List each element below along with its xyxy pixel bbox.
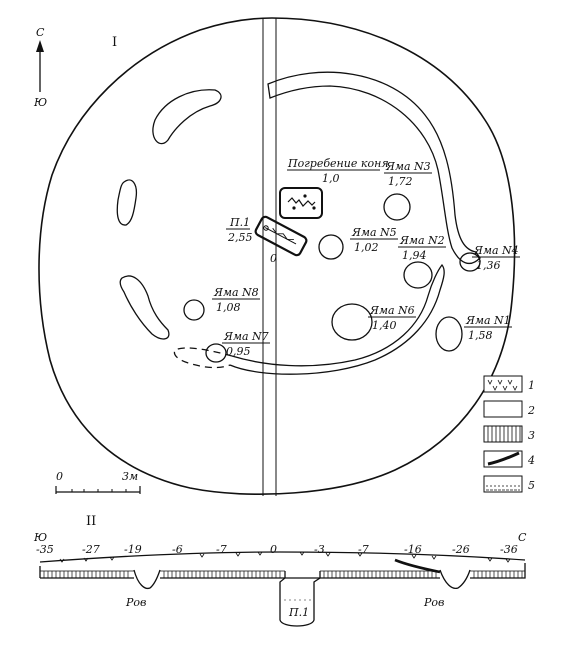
ring-ditch-bottom — [229, 263, 445, 375]
legend-item-2: 2 — [483, 400, 535, 418]
elevation-label: 0 — [270, 543, 277, 556]
svg-text:Погребение коня: Погребение коня — [287, 157, 389, 170]
compass-south: Ю — [33, 96, 47, 109]
pit-depth: 1,02 — [354, 241, 379, 254]
central-balk — [262, 18, 277, 496]
pit-depth: 0,95 — [226, 345, 251, 358]
elevation-label: -19 — [124, 543, 142, 556]
elevation-label: -7 — [358, 543, 369, 556]
ring-ditch-bottom-dashed — [173, 347, 233, 369]
svg-text:2,55: 2,55 — [227, 231, 253, 244]
pit-n8 — [183, 299, 205, 321]
svg-text:1: 1 — [528, 379, 535, 392]
elevation-label: -36 — [500, 543, 518, 556]
burial-horse-label: Погребение коня 1,0 — [287, 157, 389, 185]
svg-text:4: 4 — [527, 454, 535, 467]
pit-n7 — [205, 343, 227, 363]
svg-text:3м: 3м — [122, 470, 138, 483]
trench-left — [116, 179, 138, 226]
elevation-label: -7 — [216, 543, 227, 556]
pit-depth: 1,40 — [372, 319, 397, 332]
pit-name: Яма N6 — [369, 304, 415, 317]
horse-burial-pit — [279, 187, 323, 219]
pit-label-7: Яма N7 0,95 — [222, 330, 270, 358]
svg-text:2: 2 — [527, 404, 535, 417]
elevation-label: -6 — [172, 543, 183, 556]
trench-lower-left — [119, 275, 170, 340]
section-profile — [39, 551, 526, 627]
pit-name: Яма N5 — [351, 226, 397, 239]
elevation-label: -26 — [452, 543, 470, 556]
compass: С Ю — [33, 26, 47, 109]
pit-label-2: Яма N5 1,02 — [350, 226, 398, 254]
pit-name: Яма N3 — [385, 160, 431, 173]
legend-item-1: 1 — [483, 375, 535, 393]
legend-item-3: 3 — [483, 425, 535, 443]
svg-text:1,0: 1,0 — [322, 172, 340, 185]
svg-text:П.1: П.1 — [229, 216, 250, 229]
pit-depth: 1,72 — [388, 175, 413, 188]
svg-text:0: 0 — [56, 470, 63, 483]
legend-item-4: 4 — [483, 450, 535, 468]
pit-depth: 1,36 — [476, 259, 501, 272]
centre-mark: 0 — [270, 252, 277, 265]
section-left-dir: Ю — [33, 531, 47, 544]
compass-arrow-icon — [36, 40, 44, 52]
section-pit-label: П.1 — [288, 606, 309, 619]
scale-bar: 0 3м — [55, 470, 141, 494]
pit-name: Яма N2 — [399, 234, 445, 247]
plan-label: I — [112, 35, 117, 50]
pit-n4 — [459, 252, 481, 272]
pit-name: Яма N1 — [465, 314, 511, 327]
svg-text:5: 5 — [528, 479, 535, 492]
compass-north: С — [36, 26, 45, 39]
pit-label-3: Яма N2 1,94 — [398, 234, 446, 262]
ring-ditch-right — [267, 71, 481, 265]
legend-item-5: 5 — [483, 475, 535, 493]
elevation-labels: -35 -27 -19 -6 -7 0 -3 -7 -16 -26 -36 — [36, 543, 518, 556]
pit-label-1: Яма N3 1,72 — [384, 160, 432, 188]
pit-depth: 1,94 — [402, 249, 427, 262]
pit-label-4: Яма N4 1,36 — [472, 244, 520, 272]
ditch-label-right: Ров — [423, 596, 444, 609]
pit-name: Яма N8 — [213, 286, 259, 299]
pit-label-5: Яма N6 1,40 — [368, 304, 416, 332]
pit-label-8: Яма N1 1,58 — [464, 314, 512, 342]
trench-upper-left — [152, 89, 222, 145]
pit-n2 — [403, 261, 433, 289]
elevation-label: -27 — [82, 543, 100, 556]
pit-depth: 1,08 — [216, 301, 241, 314]
ditch-label-left: Ров — [125, 596, 146, 609]
main-burial-pit — [254, 215, 308, 257]
legend: 1 2 3 4 5 — [483, 375, 535, 493]
pit-n3 — [383, 193, 411, 221]
elevation-label: -3 — [314, 543, 325, 556]
elevation-label: -35 — [36, 543, 54, 556]
pit-main-label: П.1 2,55 — [226, 216, 253, 244]
section-right-dir: С — [518, 531, 527, 544]
pit-n6 — [331, 303, 373, 341]
pit-name: Яма N7 — [223, 330, 269, 343]
svg-text:3: 3 — [528, 429, 535, 442]
pit-n5 — [318, 234, 344, 260]
elevation-label: -16 — [404, 543, 422, 556]
section-label: II — [86, 514, 96, 529]
pit-depth: 1,58 — [468, 329, 493, 342]
pit-label-6: Яма N8 1,08 — [212, 286, 260, 314]
pit-name: Яма N4 — [473, 244, 519, 257]
pit-n1 — [435, 316, 463, 352]
mound-outline — [38, 17, 516, 496]
